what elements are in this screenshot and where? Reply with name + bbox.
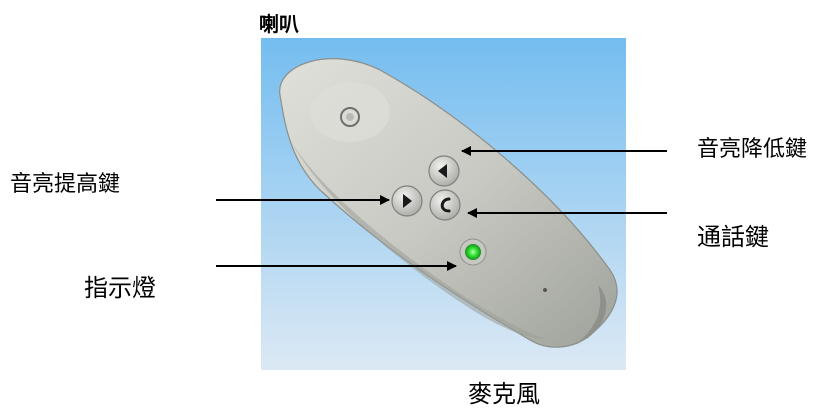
label-speaker: 喇叭: [259, 12, 299, 36]
label-volume-down-key: 音亮降低鍵: [697, 137, 808, 162]
indicator-led: [459, 238, 487, 266]
volume-down-button: [428, 155, 460, 187]
remote-control: [279, 58, 618, 348]
label-call-key: 通話鍵: [697, 223, 769, 251]
microphone-hole: [543, 288, 547, 292]
label-microphone: 麥克風: [468, 380, 540, 408]
speaker-icon: [340, 107, 360, 127]
remote-end-cap: [575, 285, 607, 345]
label-indicator-light: 指示燈: [84, 274, 156, 302]
volume-up-button: [391, 185, 423, 217]
call-button: [429, 189, 461, 221]
label-volume-up-key: 音亮提高鍵: [10, 172, 121, 197]
speaker-dome: [310, 82, 390, 142]
